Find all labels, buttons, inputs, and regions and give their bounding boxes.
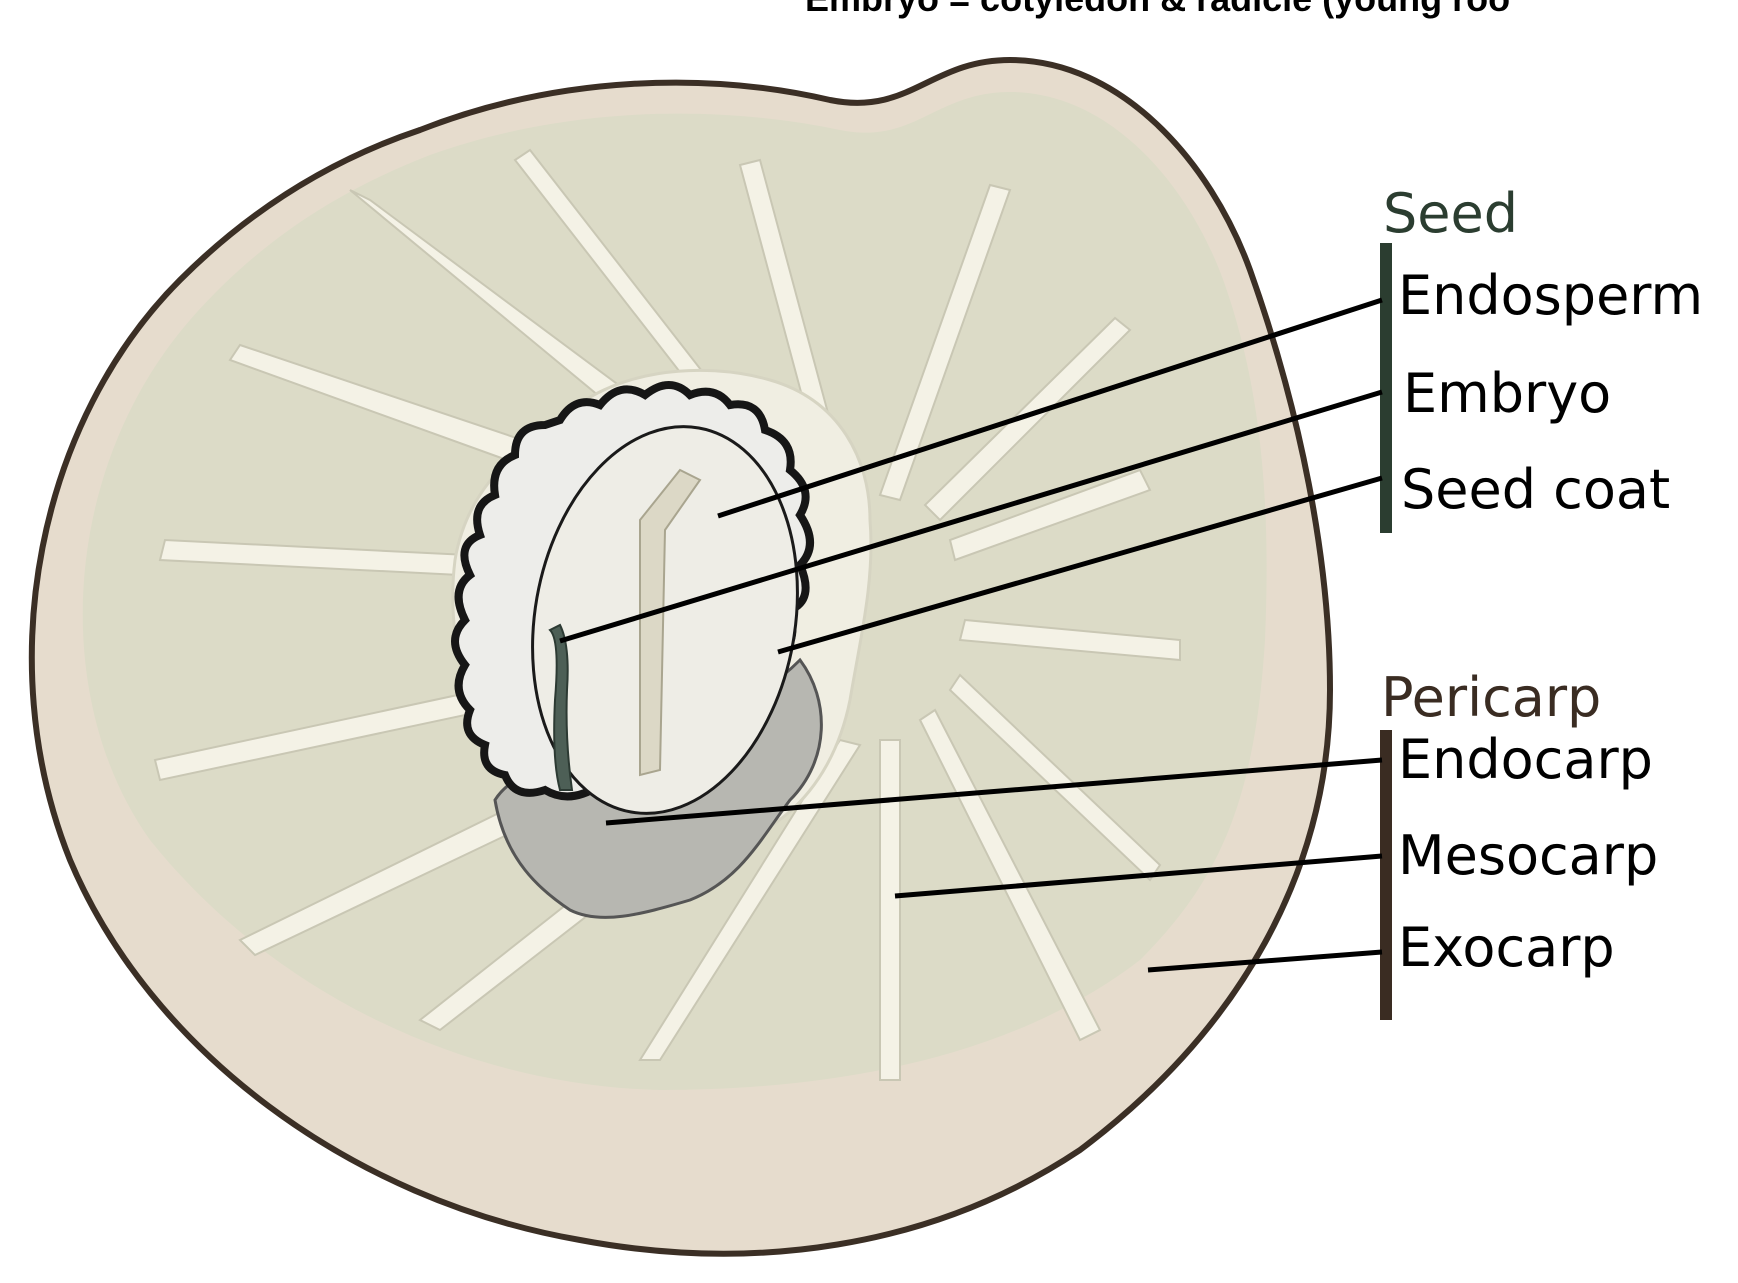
seed-coat-label: Seed coat — [1401, 458, 1670, 521]
endocarp-label: Endocarp — [1398, 728, 1653, 791]
exocarp-label: Exocarp — [1398, 916, 1615, 979]
embryo-label: Embryo — [1403, 362, 1611, 425]
pericarp-bracket — [1380, 730, 1392, 1020]
seed-bracket — [1380, 243, 1392, 533]
endosperm-label: Endosperm — [1398, 264, 1703, 327]
seed-heading: Seed — [1383, 182, 1518, 245]
diagram-caption: Embryo = cotyledon & radicle (young roo — [805, 0, 1510, 20]
mesocarp-label: Mesocarp — [1398, 824, 1658, 887]
pericarp-heading: Pericarp — [1381, 666, 1601, 729]
